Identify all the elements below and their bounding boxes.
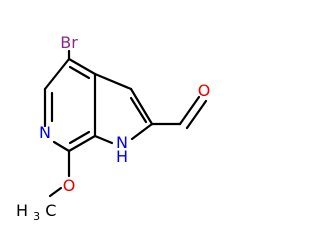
methyl-carbon: C — [45, 201, 56, 220]
bond-c3-c2-inner — [129, 96, 148, 124]
molecule-structure: Br N N H O O H 3 C — [16, 33, 211, 224]
bond-cho-o-double — [185, 99, 208, 130]
bond-c4-c3a — [67, 57, 97, 76]
bond-c7a-c7-inner — [68, 130, 91, 145]
bond-c7-n6 — [52, 140, 71, 153]
methyl-hydrogen: H — [16, 201, 28, 220]
structure-canvas: Br N N H O O H 3 C — [16, 33, 211, 224]
bond-c7a-c7 — [67, 134, 97, 153]
bond-o-ch3 — [48, 186, 63, 198]
bond-n1-c7a — [93, 134, 114, 145]
atom-pyrrole-hydrogen: H — [116, 147, 128, 166]
bond-c2-n1 — [130, 122, 154, 141]
bond-c3-c2 — [129, 87, 154, 126]
methyl-subscript: 3 — [33, 210, 40, 223]
bond-layer — [43, 49, 208, 198]
bond-c5-c4 — [43, 57, 71, 91]
atom-ring-nitrogen: N — [39, 123, 51, 142]
atom-pyrrole-nitrogen: N — [116, 133, 128, 152]
bond-c4-c3a-inner — [68, 65, 91, 80]
atom-methoxy-oxygen: O — [63, 176, 76, 195]
bond-c3a-c3 — [93, 72, 133, 91]
atom-aldehyde-oxygen: O — [198, 81, 211, 100]
atom-methyl-label: H 3 C — [16, 201, 56, 224]
bond-cho-o — [178, 95, 201, 126]
atom-bromine: Br — [60, 33, 78, 52]
atom-label-layer: Br N N H O O H 3 C — [16, 33, 211, 224]
